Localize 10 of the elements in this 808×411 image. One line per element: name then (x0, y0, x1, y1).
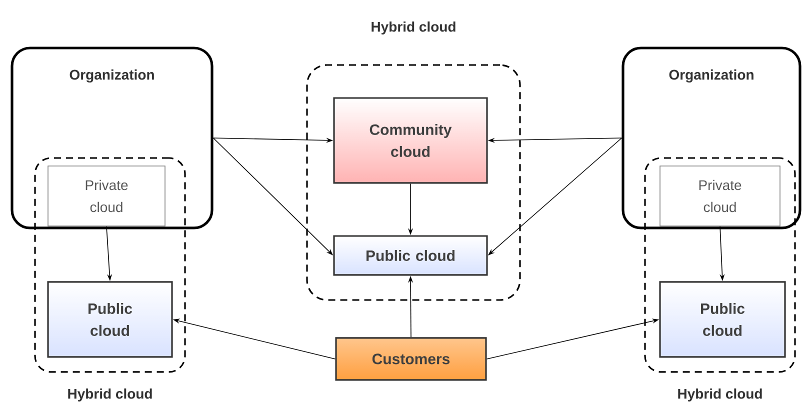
node-label: Hybrid cloud (372, 21, 456, 35)
customers-box: Customers (335, 337, 487, 381)
public-cloud-box: Public cloud (47, 281, 173, 358)
community-cloud-box: Community cloud (333, 97, 488, 184)
private-cloud-box: Private cloud (660, 166, 780, 226)
node-label: Hybrid cloud (678, 388, 762, 402)
private-cloud-box: Private cloud (48, 166, 166, 226)
public-cloud-box: Public cloud (659, 281, 786, 358)
node-label: Hybrid cloud (68, 388, 152, 402)
public-cloud-box: Public cloud (333, 235, 488, 276)
